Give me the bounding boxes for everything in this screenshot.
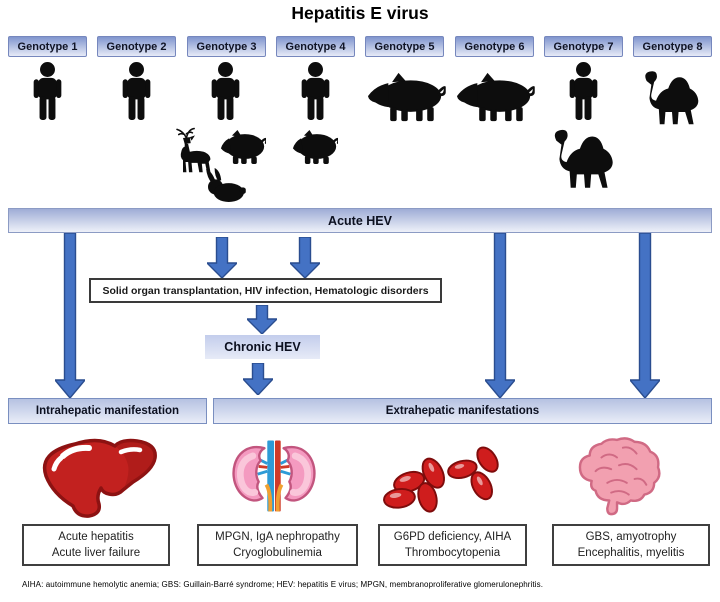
brain-icon xyxy=(572,436,666,518)
genotype-3-box: Genotype 3 xyxy=(187,36,266,57)
deer-icon xyxy=(172,126,218,174)
kidneys-icon xyxy=(228,437,320,515)
footnote: AIHA: autoimmune hemolytic anemia; GBS: … xyxy=(22,580,544,589)
manifestation-line: Acute hepatitis xyxy=(58,530,134,543)
genotype-4-box: Genotype 4 xyxy=(276,36,355,57)
intrahepatic-bar: Intrahepatic manifestation xyxy=(8,398,207,424)
genotype-2-box: Genotype 2 xyxy=(97,36,176,57)
pig-icon xyxy=(220,129,266,164)
rabbit-icon xyxy=(204,168,246,202)
human-icon xyxy=(298,62,333,120)
manifestation-line: MPGN, IgA nephropathy xyxy=(215,530,340,543)
down-arrow-icon xyxy=(485,233,515,398)
acute-hev-band: Acute HEV xyxy=(8,208,712,233)
camel-icon xyxy=(543,124,625,192)
red-blood-cells-icon xyxy=(382,443,504,513)
extrahepatic-bar: Extrahepatic manifestations xyxy=(213,398,712,424)
manifestation-line: Encephalitis, myelitis xyxy=(577,547,685,559)
human-icon xyxy=(566,62,601,120)
manifestation-line: Cryoglobulinemia xyxy=(233,547,322,559)
down-arrow-icon xyxy=(55,233,85,398)
genotype-1-box: Genotype 1 xyxy=(8,36,87,57)
genotype-6-box: Genotype 6 xyxy=(455,36,534,57)
risk-factors-box: Solid organ transplantation, HIV infecti… xyxy=(89,278,442,303)
manifestation-box-liver: Acute hepatitis Acute liver failure xyxy=(22,524,170,566)
liver-icon xyxy=(40,436,162,522)
genotype-row: Genotype 1 Genotype 2 Genotype 3 Genotyp… xyxy=(8,36,712,57)
chronic-hev-box: Chronic HEV xyxy=(205,335,320,359)
wild-boar-icon xyxy=(452,72,536,122)
page-title: Hepatitis E virus xyxy=(291,3,429,23)
genotype-7-box: Genotype 7 xyxy=(544,36,623,57)
human-icon xyxy=(208,62,243,120)
manifestation-box-kidney: MPGN, IgA nephropathy Cryoglobulinemia xyxy=(197,524,358,566)
pig-icon xyxy=(292,129,338,164)
genotype-8-box: Genotype 8 xyxy=(633,36,712,57)
manifestation-line: GBS, amyotrophy xyxy=(585,530,677,543)
camel-icon xyxy=(634,66,710,128)
manifestation-line: Acute liver failure xyxy=(51,547,141,559)
manifestation-line: G6PD deficiency, AIHA xyxy=(393,530,512,543)
genotype-5-box: Genotype 5 xyxy=(365,36,444,57)
wild-boar-icon xyxy=(363,72,447,122)
down-arrow-icon xyxy=(247,305,277,334)
human-icon xyxy=(30,62,65,120)
down-arrow-icon xyxy=(290,237,320,278)
human-icon xyxy=(119,62,154,120)
down-arrow-icon xyxy=(207,237,237,278)
down-arrow-icon xyxy=(630,233,660,398)
manifestation-line: Thrombocytopenia xyxy=(404,547,501,559)
manifestation-box-blood: G6PD deficiency, AIHA Thrombocytopenia xyxy=(378,524,527,566)
manifestation-box-neuro: GBS, amyotrophy Encephalitis, myelitis xyxy=(552,524,710,566)
down-arrow-icon xyxy=(243,363,273,395)
